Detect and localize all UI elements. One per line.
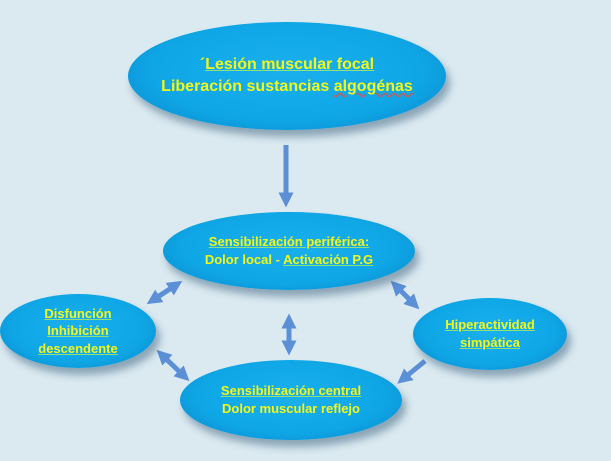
node-top-line2-suffix: algogénas — [333, 78, 413, 95]
node-top-line1: Lesión muscular focal — [205, 56, 375, 74]
arrow-peripheral-right — [390, 280, 420, 310]
node-sensibilizacion-central: Sensibilización central Dolor muscular r… — [180, 360, 402, 440]
node-peripheral-line2-prefix: Dolor local - — [204, 252, 284, 267]
arrow-peripheral-left — [146, 280, 183, 305]
node-left-line2: Inhibición — [47, 323, 109, 339]
node-sensibilizacion-periferica: Sensibilización periférica: Dolor local … — [163, 212, 415, 290]
node-disfuncion: Disfunción Inhibición descendente — [0, 294, 156, 368]
node-peripheral-line1: Sensibilización periférica: — [208, 234, 370, 250]
node-lesion-muscular: ´Lesión muscular focal Liberación sustan… — [128, 22, 446, 130]
node-right-line2: simpática — [460, 335, 520, 350]
node-hiperactividad: Hiperactividad simpática — [413, 298, 567, 370]
arrow-right-central — [397, 359, 427, 384]
node-left-line3: descendente — [38, 340, 118, 356]
node-left-line1: Disfunción — [44, 305, 112, 321]
node-top-line2-prefix: Liberación sustancias — [161, 78, 334, 95]
accent-mark: ´ — [199, 56, 206, 74]
arrow-left-central — [156, 349, 190, 382]
node-right-line1: Hiperactividad — [445, 317, 535, 333]
node-peripheral-line2-suffix: Activación P.G — [283, 252, 374, 267]
node-central-line1: Sensibilización central — [220, 383, 362, 399]
node-central-line2: Dolor muscular reflejo — [222, 401, 360, 416]
